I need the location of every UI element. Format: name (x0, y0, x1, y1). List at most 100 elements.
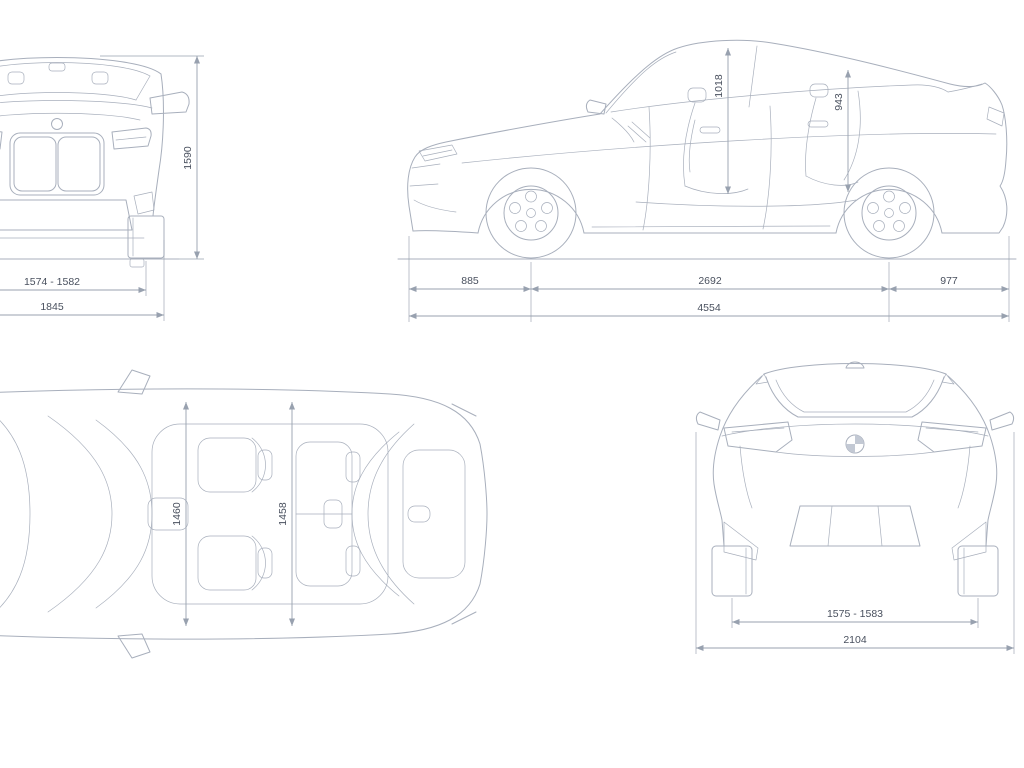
rearview-mirror (48, 62, 66, 72)
brand-roundel-front (51, 118, 63, 130)
dim-side-bottom: 885 2692 977 4554 (408, 236, 1010, 322)
roundel-quadrant-1 (855, 435, 864, 444)
side-view: 1018 943 885 2692 977 4554 (397, 39, 1017, 322)
rear-window-outer (765, 376, 945, 418)
dim-label-interior-height-rear: 943 (833, 93, 845, 111)
dim-label-front-width: 1845 (40, 301, 64, 313)
front-seat-right-headrest (257, 547, 273, 579)
dim-front-height: 1590 (100, 55, 204, 260)
dim-interior-width-rear: 1458 (277, 402, 295, 626)
front-seat-contour (688, 119, 696, 173)
dim-label-interior-width-front: 1460 (171, 502, 183, 526)
dim-front-track: 1574 - 1582 (0, 261, 147, 296)
diffuser-slats (827, 505, 883, 547)
b-pillar (748, 45, 758, 108)
side-intake-right (133, 191, 155, 215)
rear-view: 1575 - 1583 2104 (695, 361, 1015, 654)
front-wheels (127, 215, 165, 268)
front-seat-cushion (684, 185, 749, 194)
front-seat-left-cushion (197, 437, 257, 493)
headlight-right-inner-line (115, 136, 147, 141)
jack-pad-right (129, 258, 145, 268)
front-door-handle (699, 126, 721, 134)
rear-taillights (723, 421, 987, 453)
rear-mirror-right (989, 411, 1015, 431)
rear-door-handle (807, 120, 829, 128)
front-view-wheel-right (127, 215, 165, 259)
dim-label-wheelbase: 2692 (698, 275, 722, 287)
rocker-trim (591, 225, 831, 228)
front-windshield-bottom (0, 92, 137, 101)
rear-body-left-side (712, 375, 763, 547)
rear-antenna-fin (845, 361, 865, 369)
taillight-left-line (731, 427, 785, 433)
dim-label-interior-width-rear: 1458 (277, 502, 289, 526)
dashboard-line (611, 117, 635, 143)
panoramic-roof (151, 423, 389, 605)
rear-window-arc-outer (367, 423, 415, 605)
rear-armrest (323, 499, 343, 529)
dim-label-front-overhang: 885 (461, 275, 479, 287)
rear-roof-line (763, 363, 947, 375)
front-seat-left-back (251, 437, 266, 493)
top-view: 1460 1458 (0, 369, 488, 659)
front-seat-right-cushion (197, 535, 257, 591)
front-apron-line (413, 199, 457, 213)
side-front-details (409, 106, 1005, 228)
side-front-lower (412, 230, 479, 234)
rear-window-arc-inner (351, 431, 400, 597)
dim-label-front-height: 1590 (182, 146, 194, 170)
roof-front-arc (95, 419, 153, 609)
rear-headrest-left (345, 451, 361, 483)
rear-quarter-kick (947, 83, 983, 93)
dim-rear-width: 2104 (695, 432, 1015, 654)
grille-outer-frame (9, 132, 105, 196)
diffuser-center (789, 505, 921, 547)
rear-body-right-side (947, 375, 998, 547)
rear-wheel-arch (835, 188, 943, 234)
front-seat-left-headrest (257, 449, 273, 481)
side-interior (611, 83, 859, 207)
front-wheel-arch (477, 188, 585, 234)
tailgate-lower-line (775, 451, 935, 457)
top-mirror-left (117, 369, 151, 395)
cowl-line (0, 420, 31, 608)
rear-bumper (723, 505, 987, 561)
front-wheel-spokes (509, 190, 553, 232)
tailgate-cut-right (957, 445, 971, 509)
rear-hub (884, 208, 894, 218)
front-headlights (0, 127, 152, 150)
rear-mirror-left (695, 411, 721, 431)
windshield-arc (47, 415, 113, 613)
antenna-fin (407, 505, 431, 523)
dim-label-front-track: 1574 - 1582 (24, 276, 80, 288)
front-windshield-top (0, 62, 151, 77)
steering-wheel (627, 121, 651, 143)
headlight-left (0, 131, 3, 150)
kidney-grille (9, 118, 105, 196)
dim-interior-width-front: 1460 (171, 402, 189, 626)
rear-headrest-right (345, 545, 361, 577)
dim-front-width: 1845 (0, 240, 165, 321)
a-pillar-inner (605, 51, 677, 114)
tailgate-glass (402, 449, 466, 579)
rear-corner-accents (451, 403, 477, 625)
front-body-outline (0, 57, 164, 239)
rear-view-wheel-left (711, 545, 753, 597)
side-headlight-line (422, 149, 453, 157)
floor-line (635, 199, 857, 207)
side-wheels (485, 167, 935, 259)
front-a-pillars (135, 75, 151, 101)
spoiler-end-caps (755, 373, 955, 385)
front-hub (526, 208, 536, 218)
rear-wheel-spokes (867, 190, 911, 232)
dim-label-length: 4554 (697, 302, 721, 314)
top-seats (147, 437, 361, 591)
front-headrest-right (91, 71, 109, 85)
side-grille-lines (409, 163, 441, 187)
rear-door-cut (762, 105, 772, 230)
taillight-left (723, 421, 793, 453)
grille-right-kidney (57, 136, 101, 192)
front-door-cut (642, 106, 651, 231)
